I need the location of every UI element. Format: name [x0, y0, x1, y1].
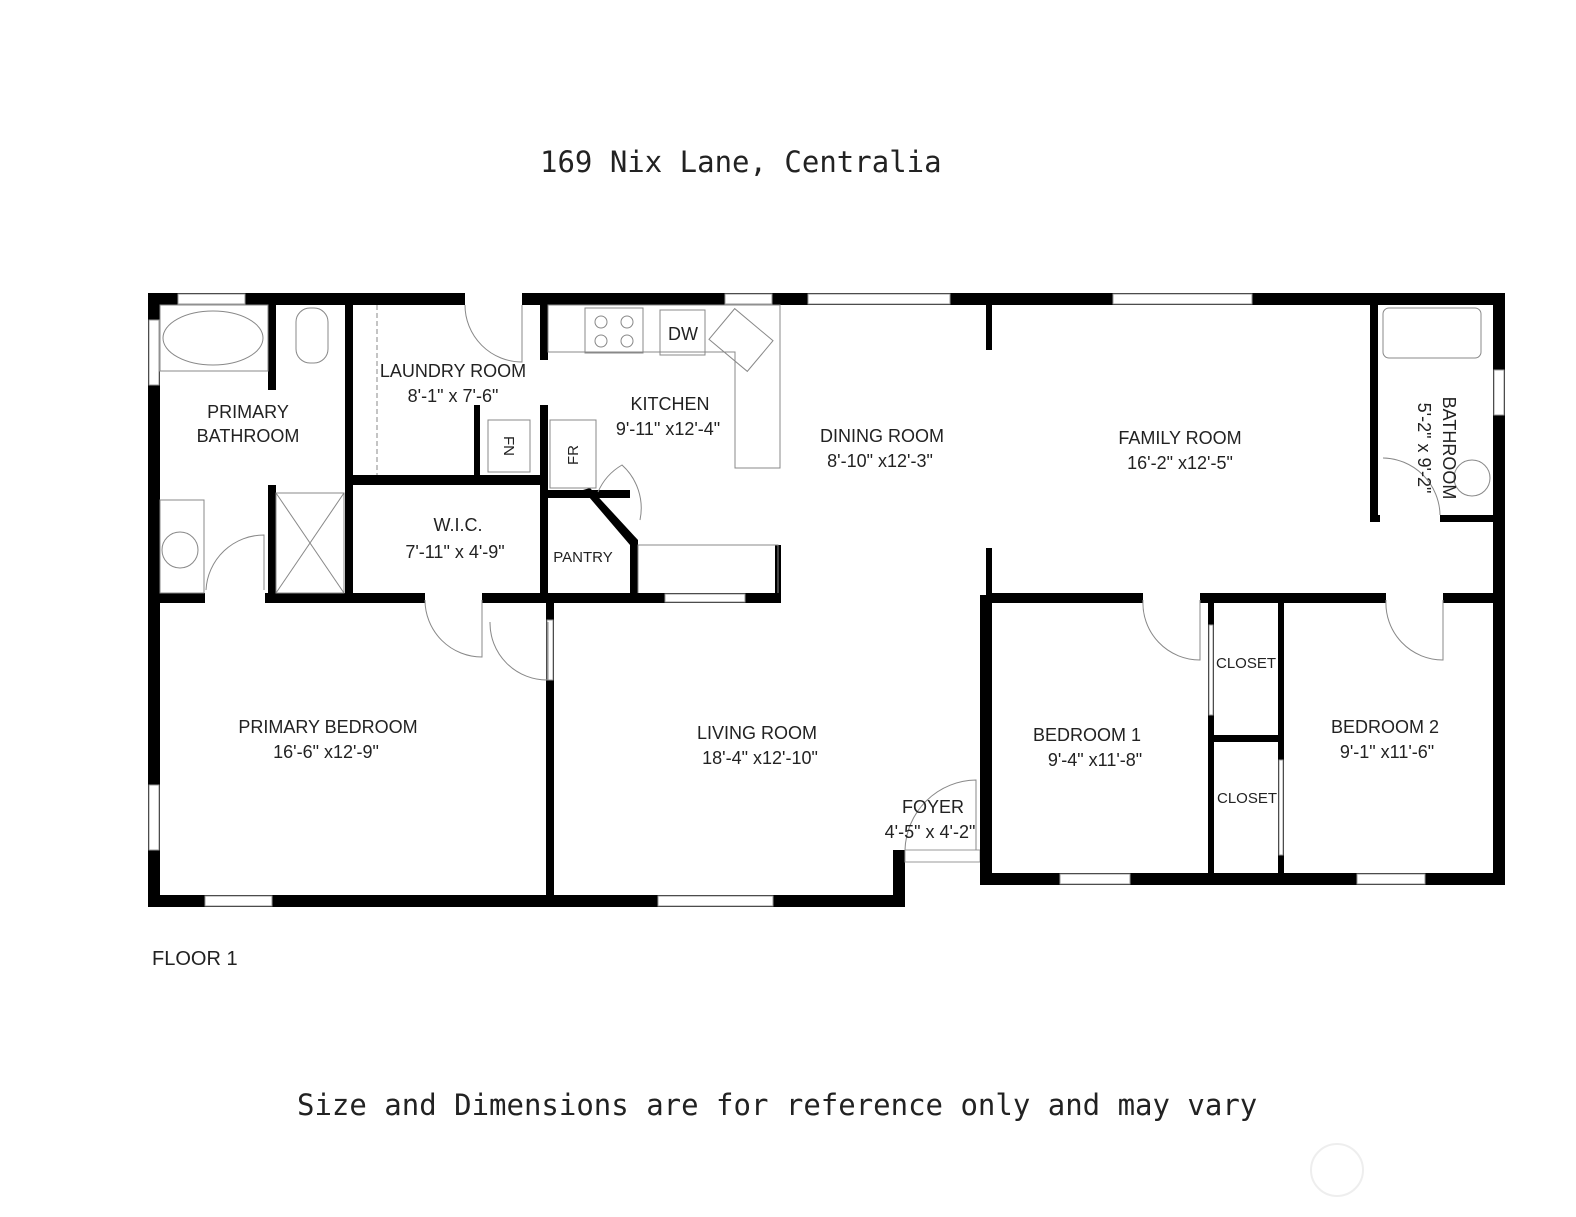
room-name: W.I.C. [434, 515, 483, 535]
room-labels: PRIMARY BATHROOM LAUNDRY ROOM 8'-1" x 7'… [197, 361, 1459, 842]
sink-icon [161, 531, 199, 569]
shower-icon [275, 492, 345, 594]
fridge-icon [549, 419, 597, 489]
page-title: 169 Nix Lane, Centralia [540, 145, 942, 179]
svg-text:FR: FR [565, 445, 582, 465]
room-name: LAUNDRY ROOM [380, 361, 526, 381]
room-dims: 9'-11" x12'-4" [616, 419, 720, 439]
room-name: KITCHEN [630, 394, 709, 414]
room-name: BATHROOM [1439, 397, 1459, 500]
dishwasher-icon [659, 309, 706, 356]
watermark-icon [1310, 1143, 1364, 1197]
room-name: FOYER [902, 797, 964, 817]
room-dims: 18'-4" x12'-10" [702, 748, 818, 768]
furnace-icon [487, 419, 531, 473]
room-dims: 8'-10" x12'-3" [827, 451, 933, 471]
room-name: DINING ROOM [820, 426, 944, 446]
room-name: LIVING ROOM [697, 723, 817, 743]
room-dims: 5'-2" x 9'-2" [1414, 403, 1434, 494]
svg-text:FN: FN [500, 436, 517, 456]
room-name: BEDROOM 1 [1033, 725, 1141, 745]
room-dims: 7'-11" x 4'-9" [405, 542, 504, 562]
room-name: BATHROOM [197, 426, 300, 446]
bathtub-icon [162, 310, 264, 366]
room-dims: 16'-6" x12'-9" [273, 742, 379, 762]
fixtures: FN FR DW [159, 304, 1491, 851]
svg-text:DW: DW [668, 324, 698, 344]
door-swing-icon [205, 534, 265, 591]
bath-tub-icon [1382, 307, 1482, 359]
room-name: CLOSET [1217, 790, 1277, 807]
room-name: CLOSET [1216, 655, 1276, 672]
room-dims: 9'-1" x11'-6" [1340, 742, 1434, 762]
toilet-icon [295, 307, 329, 364]
room-name: PRIMARY BEDROOM [238, 717, 417, 737]
room-dims: 16'-2" x12'-5" [1127, 453, 1233, 473]
room-name: FAMILY ROOM [1118, 428, 1241, 448]
disclaimer: Size and Dimensions are for reference on… [297, 1088, 1257, 1122]
room-dims: 9'-4" x11'-8" [1048, 750, 1142, 770]
floor-label: FLOOR 1 [152, 948, 238, 970]
kitchen-sink-icon [708, 307, 774, 373]
room-dims: 4'-5" x 4'-2" [885, 822, 976, 842]
room-name: PANTRY [553, 549, 612, 566]
room-dims: 8'-1" x 7'-6" [408, 386, 499, 406]
stove-icon [584, 307, 644, 354]
room-name: PRIMARY [207, 402, 289, 422]
room-name: BEDROOM 2 [1331, 717, 1439, 737]
bath-sink-icon [1453, 459, 1491, 497]
walls [148, 293, 1505, 907]
